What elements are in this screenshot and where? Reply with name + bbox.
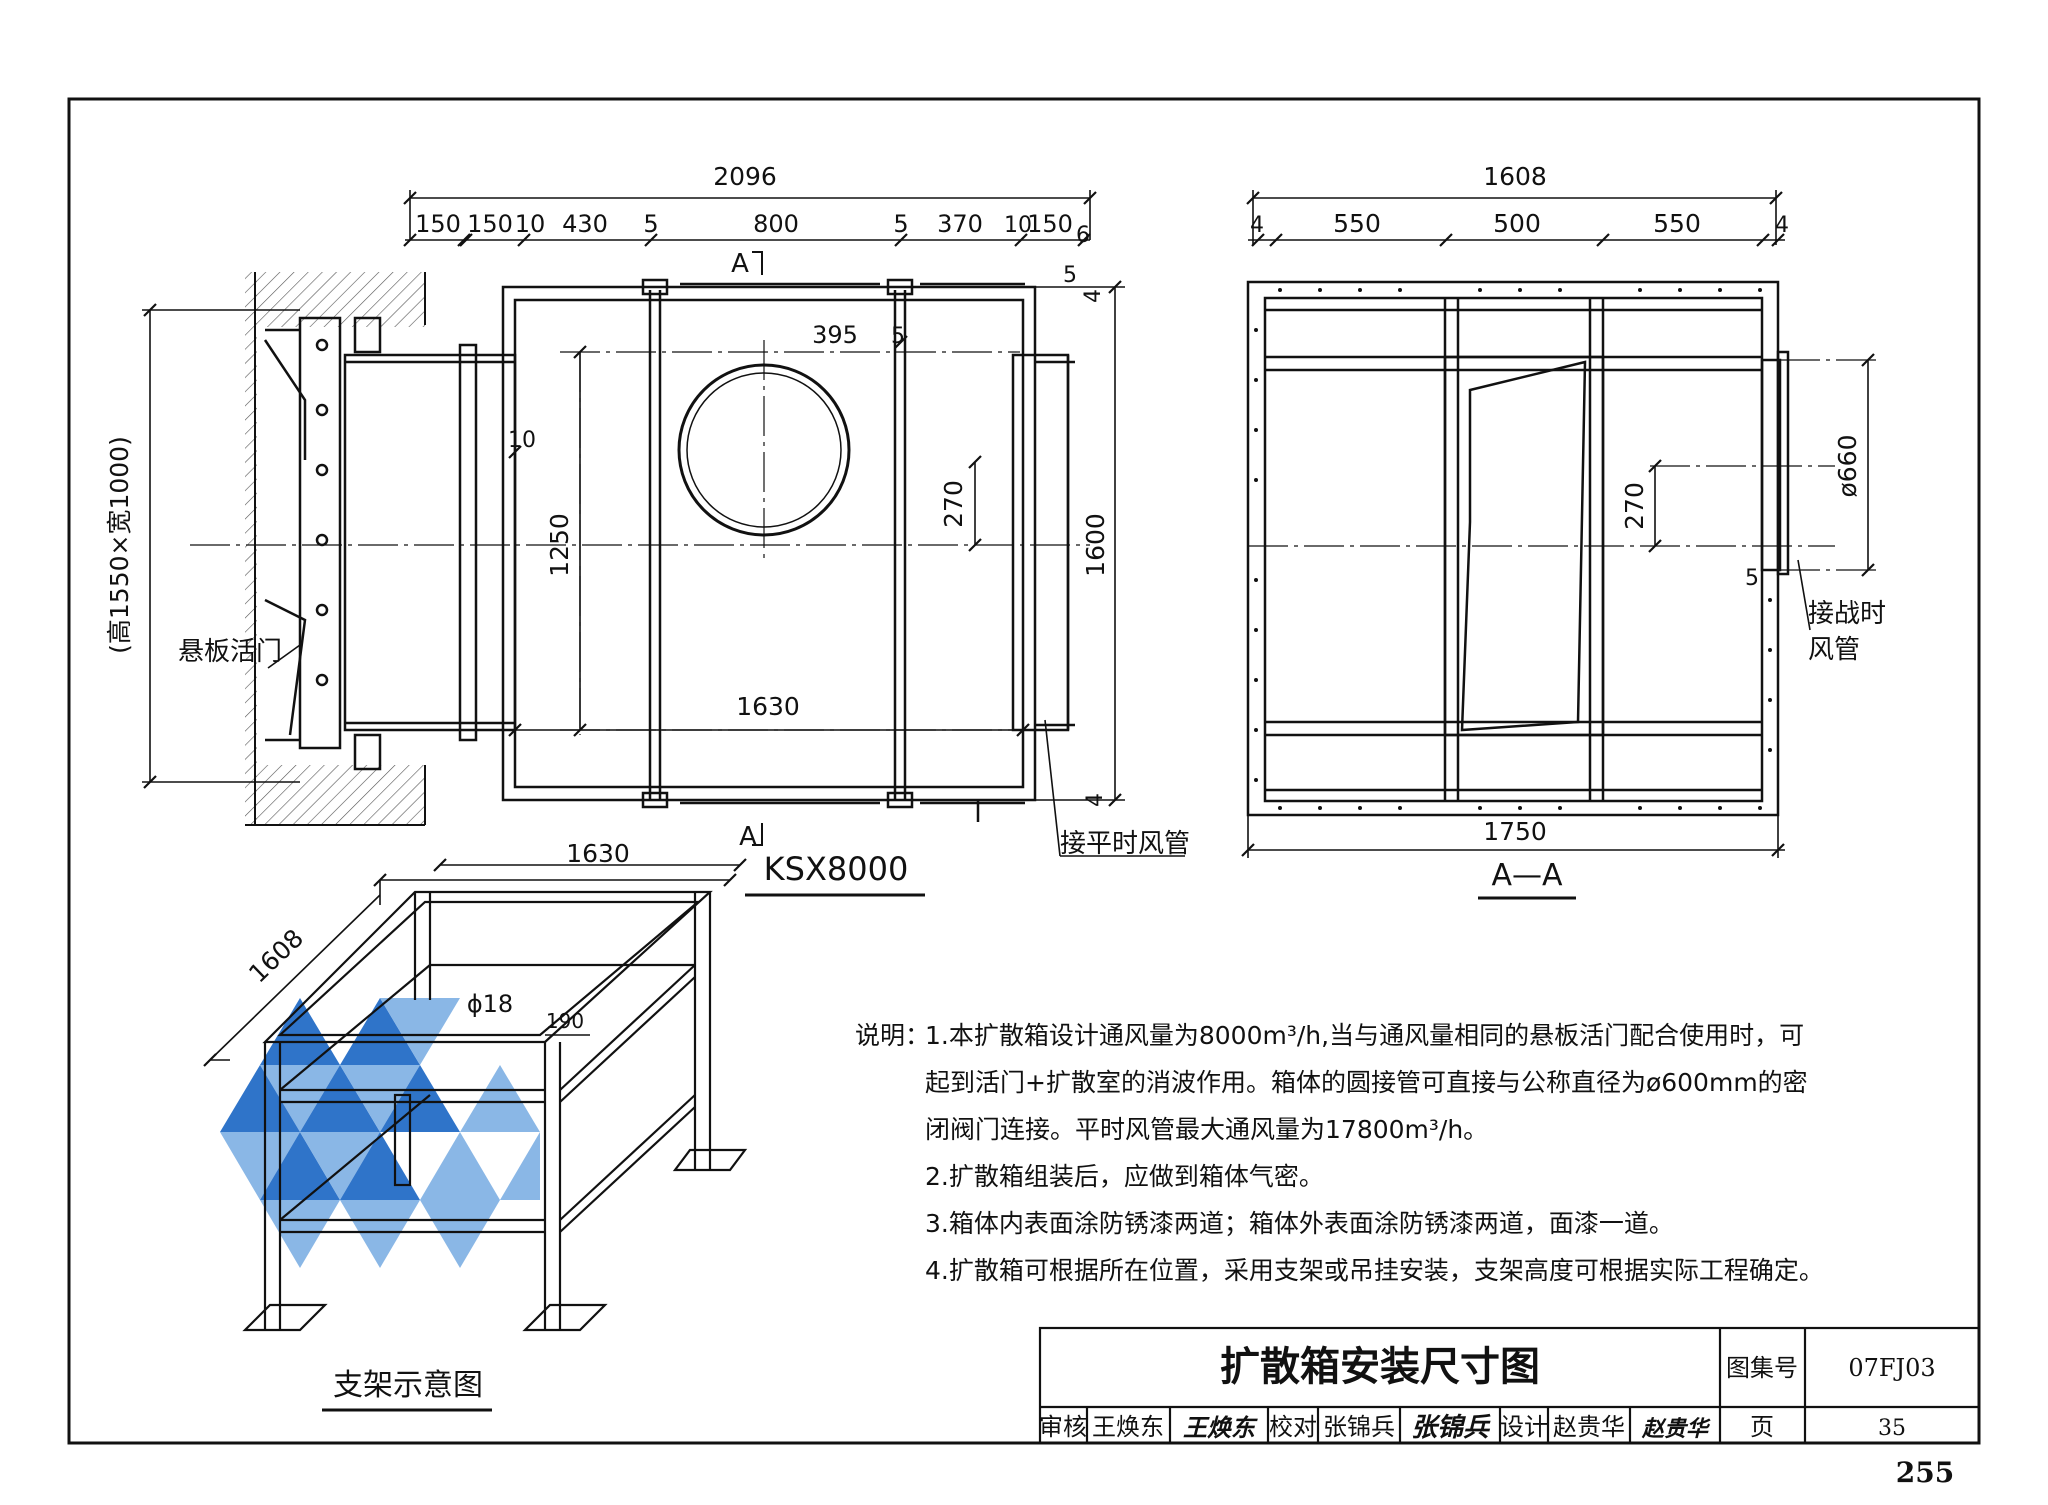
dim-stand-190: 190	[546, 1009, 584, 1033]
title-block	[1038, 1326, 1981, 1445]
dim-plan-seg-1: 150	[415, 210, 461, 238]
dim-plan-seg-6: 800	[753, 210, 799, 238]
note-line-6: 4.扩散箱可根据所在位置，采用支架或吊挂安装，支架高度可根据实际工程确定。	[855, 1247, 1824, 1294]
drawing-frame	[67, 97, 1981, 1445]
dim-section-270: 270	[1620, 482, 1649, 530]
book-page-number: 255	[1896, 1456, 1954, 1489]
checker-name: 张锦兵	[1323, 1413, 1395, 1441]
louver-valve-label: 悬板活门	[178, 637, 282, 667]
atlas-no-value: 07FJ03	[1848, 1354, 1935, 1382]
dim-plan-seg-5: 5	[643, 210, 658, 238]
louver-valve	[263, 316, 382, 771]
dim-section-1750: 1750	[1483, 817, 1547, 846]
note-line-1: 说明：1.本扩散箱设计通风量为8000m³/h,当与通风量相同的悬板活门配合使用…	[855, 1012, 1815, 1059]
wall-opening-label: (高1550×宽1000)	[105, 436, 134, 654]
dimension-ticks-plan	[143, 191, 1122, 872]
model-label: KSX8000	[764, 850, 909, 888]
wartime-duct-label-2: 风管	[1808, 635, 1860, 665]
dim-plan-1630: 1630	[736, 692, 800, 721]
page-value: 35	[1878, 1416, 1906, 1441]
dim-plan-seg-8: 370	[937, 210, 983, 238]
note-line-5: 3.箱体内表面涂防锈漆两道；箱体外表面涂防锈漆两道，面漆一道。	[855, 1200, 1815, 1247]
dim-plan-seg-11: 6	[1076, 223, 1090, 248]
drawing-title: 扩散箱安装尺寸图	[1220, 1344, 1540, 1390]
dim-plan-seg-4: 430	[562, 210, 608, 238]
atlas-no-label: 图集号	[1726, 1354, 1798, 1382]
dim-section-seg-1: 4	[1250, 213, 1264, 238]
dim-section-5: 5	[1745, 566, 1759, 591]
dim-plan-1600: 1600	[1081, 513, 1110, 577]
dim-section-seg-2: 550	[1333, 209, 1381, 238]
dim-section-seg-3: 500	[1493, 209, 1541, 238]
dim-stand-1608: 1608	[243, 923, 309, 988]
note-text-2: 起到活门+扩散室的消波作用。箱体的圆接管可直接与公称直径为ø600mm的密	[925, 1068, 1808, 1097]
reviewer-label: 审核	[1039, 1413, 1087, 1441]
page-label: 页	[1750, 1413, 1774, 1441]
plan-view: 2096 150 150 10 430 5 800 5 370 10 150 6…	[105, 162, 1190, 897]
dim-section-seg-5: 4	[1775, 213, 1789, 238]
designer-name: 赵贵华	[1553, 1413, 1625, 1441]
dim-plan-right-4-bottom: 4	[1083, 793, 1108, 807]
dim-plan-total: 2096	[713, 162, 777, 191]
designer-label: 设计	[1500, 1413, 1548, 1441]
diffuser-box-plan	[501, 278, 1075, 822]
dim-plan-seg-9: 10	[1004, 213, 1032, 238]
notes-block: 说明：1.本扩散箱设计通风量为8000m³/h,当与通风量相同的悬板活门配合使用…	[855, 1012, 1824, 1294]
section-mark-bottom: A	[739, 822, 757, 852]
note-text-6: 4.扩散箱可根据所在位置，采用支架或吊挂安装，支架高度可根据实际工程确定。	[925, 1256, 1824, 1285]
dim-plan-seg-10: 150	[1027, 210, 1073, 238]
wall-hatch-bottom	[255, 765, 425, 825]
dim-stand-1630: 1630	[566, 839, 630, 868]
note-line-3: 闭阀门连接。平时风管最大通风量为17800m³/h。	[855, 1106, 1815, 1153]
note-text-3: 闭阀门连接。平时风管最大通风量为17800m³/h。	[925, 1115, 1489, 1144]
notes-prefix: 说明：	[855, 1021, 931, 1050]
reviewer-signature: 王焕东	[1183, 1413, 1258, 1442]
dim-plan-5-mid: 5	[891, 324, 905, 349]
dim-section-total: 1608	[1483, 162, 1547, 191]
inlet-connector	[343, 353, 517, 732]
dim-plan-seg-3: 10	[515, 210, 546, 238]
dim-section-660: ø660	[1833, 434, 1862, 497]
dim-plan-1250: 1250	[545, 513, 574, 577]
peacetime-duct-label: 接平时风管	[1060, 829, 1190, 859]
note-text-4: 2.扩散箱组装后，应做到箱体气密。	[925, 1162, 1324, 1191]
dim-plan-395: 395	[812, 321, 858, 349]
dim-plan-side-5: 5	[1063, 263, 1077, 288]
note-text-1: 1.本扩散箱设计通风量为8000m³/h,当与通风量相同的悬板活门配合使用时，可	[925, 1021, 1805, 1050]
section-mark-top: A	[731, 249, 749, 279]
dim-plan-10: 10	[508, 428, 536, 453]
reviewer-name: 王焕东	[1092, 1413, 1164, 1441]
dim-plan-seg-2: 150	[467, 210, 513, 238]
dim-plan-270: 270	[939, 480, 968, 528]
section-title: A—A	[1491, 858, 1563, 893]
dim-stand-phi18: ϕ18	[467, 990, 513, 1018]
checker-signature: 张锦兵	[1411, 1413, 1491, 1443]
note-line-4: 2.扩散箱组装后，应做到箱体气密。	[855, 1153, 1815, 1200]
dim-section-seg-4: 550	[1653, 209, 1701, 238]
checker-label: 校对	[1269, 1413, 1317, 1441]
wartime-duct-label-1: 接战时	[1808, 599, 1886, 629]
dim-plan-right-4-top: 4	[1081, 289, 1106, 303]
stand-title: 支架示意图	[333, 1368, 483, 1403]
note-line-2: 起到活门+扩散室的消波作用。箱体的圆接管可直接与公称直径为ø600mm的密	[855, 1059, 1815, 1106]
stand-sketch: 1630 1608 ϕ18 190 支架示意图	[203, 839, 748, 1412]
section-view: 1608 4 550 500 550 4 270 ø660 5 1750 接战时…	[1241, 162, 1886, 900]
dimension-ticks-section	[1241, 191, 1875, 857]
note-text-5: 3.箱体内表面涂防锈漆两道；箱体外表面涂防锈漆两道，面漆一道。	[925, 1209, 1674, 1238]
designer-signature: 赵贵华	[1641, 1416, 1711, 1442]
dim-plan-seg-7: 5	[893, 210, 908, 238]
